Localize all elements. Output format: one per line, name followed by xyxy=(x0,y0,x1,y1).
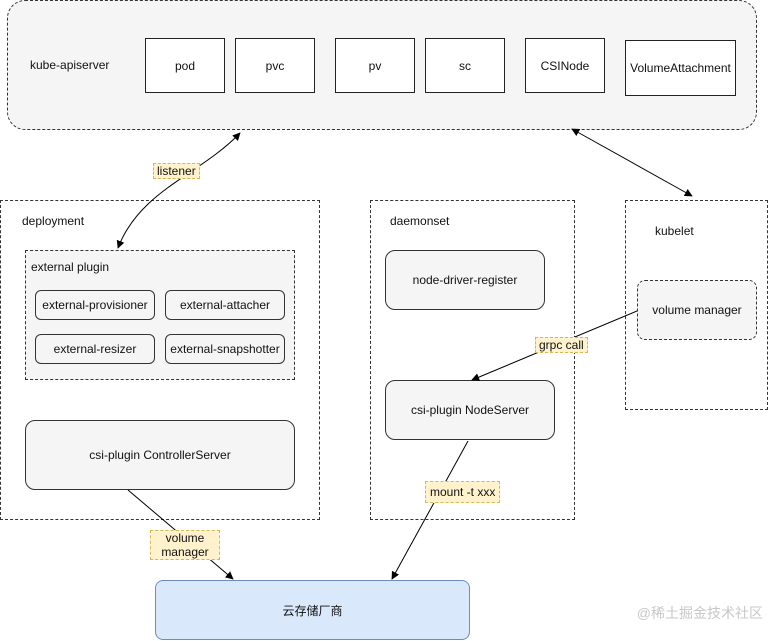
resource-pod: pod xyxy=(145,38,225,93)
resource-pvc: pvc xyxy=(235,38,315,93)
kube-apiserver-label: kube-apiserver xyxy=(30,58,110,72)
volume-manager-edge-label: volume manager xyxy=(150,530,220,560)
watermark: @稀土掘金技术社区 xyxy=(636,605,763,621)
external-resizer-box: external-resizer xyxy=(35,334,155,364)
apiserver-deployment-arrow xyxy=(116,132,241,249)
apiserver-kubelet-arrow xyxy=(571,128,693,197)
grpc-call-label: grpc call xyxy=(535,337,588,353)
resource-volumeattachment: VolumeAttachment xyxy=(625,40,736,96)
external-provisioner-box: external-provisioner xyxy=(35,290,155,320)
node-driver-register-box: node-driver-register xyxy=(385,250,545,310)
mount-arrow xyxy=(391,440,469,580)
external-snapshotter-box: external-snapshotter xyxy=(165,334,285,364)
kubelet-label: kubelet xyxy=(655,224,694,238)
mount-label: mount -t xxx xyxy=(425,481,501,503)
daemonset-label: daemonset xyxy=(390,214,450,228)
deployment-label: deployment xyxy=(22,214,85,228)
external-plugin-label: external plugin xyxy=(31,260,110,274)
resource-sc: sc xyxy=(425,38,505,93)
volume-manager-box: volume manager xyxy=(637,280,757,340)
resource-pv: pv xyxy=(335,38,415,93)
cloud-storage-vendor-box: 云存储厂商 xyxy=(155,580,470,640)
external-attacher-box: external-attacher xyxy=(165,290,285,320)
node-server-box: csi-plugin NodeServer xyxy=(385,380,555,440)
resource-csinode: CSINode xyxy=(525,38,605,93)
listener-label: listener xyxy=(153,163,200,179)
controller-server-box: csi-plugin ControllerServer xyxy=(25,420,295,490)
